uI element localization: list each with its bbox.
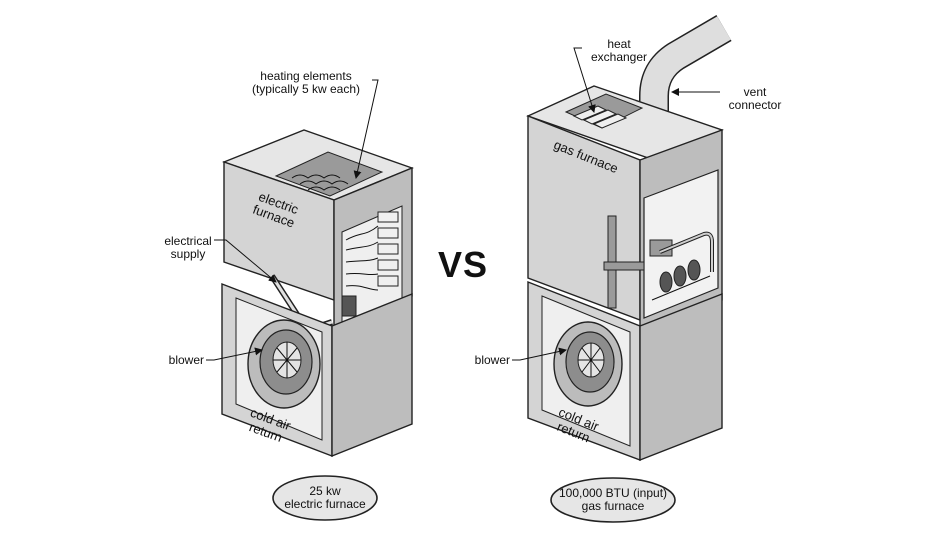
gas-furnace	[526, 15, 732, 462]
element-panel	[341, 205, 403, 325]
heating-elements-box	[274, 151, 384, 197]
leader-gas-blower	[512, 347, 567, 361]
gas-blower-cabinet-side	[639, 292, 723, 462]
heating-element-coils	[291, 174, 349, 191]
electric-blower-cabinet-side	[331, 292, 413, 458]
label-heating-elements: heating elements (typically 5 kw each)	[251, 69, 361, 96]
label-heat-exchanger: heat exchanger	[590, 37, 648, 64]
label-gas-blower: blower	[474, 353, 510, 367]
gas-valve-burners	[649, 231, 714, 301]
leader-electric-blower	[206, 347, 263, 361]
label-vent-connector: vent connector	[728, 85, 782, 112]
label-electrical-supply: electrical supply	[164, 234, 212, 261]
caption-electric: 25 kw electric furnace	[284, 484, 366, 511]
gas-blower	[553, 321, 623, 407]
vs-label: VS	[438, 244, 489, 285]
leader-heating-elements	[353, 79, 379, 179]
electric-caption-ellipse	[272, 475, 378, 521]
junction-box	[341, 295, 357, 317]
heat-exchanger-cells	[572, 105, 628, 129]
label-electric-blower: blower	[168, 353, 204, 367]
caption-gas: 100,000 BTU (input) gas furnace	[558, 486, 668, 513]
leader-electrical-supply	[214, 239, 277, 283]
electric-blower	[247, 319, 321, 409]
leader-heat-exchanger	[573, 47, 596, 113]
gas-caption-ellipse	[550, 477, 676, 523]
electric-furnace	[221, 129, 414, 458]
